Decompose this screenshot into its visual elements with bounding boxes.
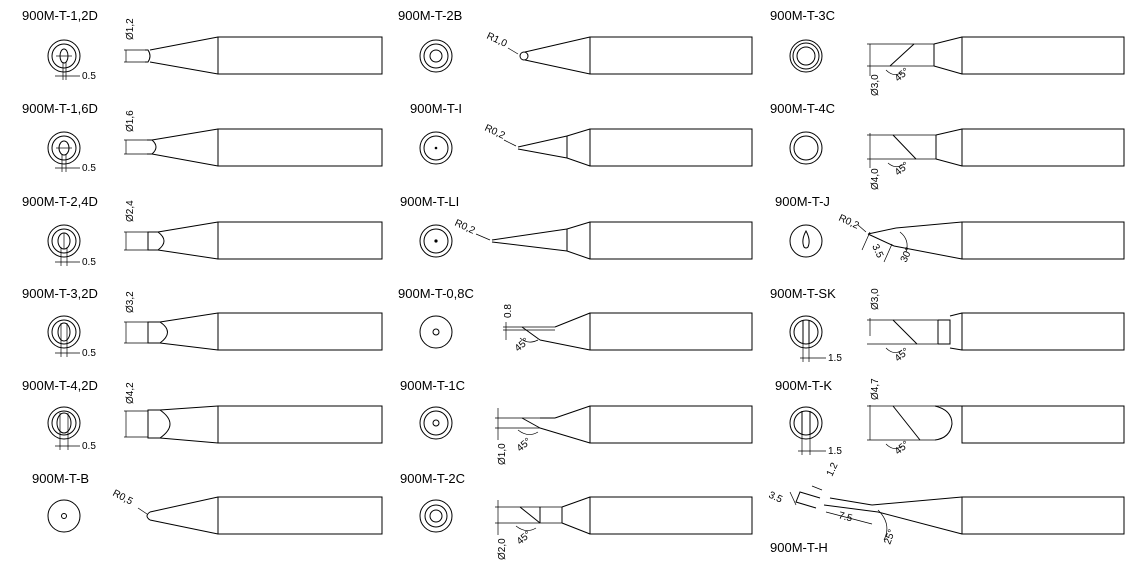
tip-label: 900M-T-3C bbox=[770, 8, 835, 23]
tip-900m-t-1-6d: 900M-T-1,6D 0.5 Ø1,6 bbox=[22, 101, 383, 174]
tip-body bbox=[961, 221, 1125, 260]
tip-900m-t-3c: 900M-T-3C Ø3,0 45° bbox=[770, 8, 1125, 96]
tip-body bbox=[217, 128, 383, 167]
tip-body bbox=[589, 405, 753, 444]
dimension-label: R0,5 bbox=[111, 488, 135, 508]
tip-900m-t-i: 900M-T-I R0,2 bbox=[410, 101, 753, 167]
tip-900m-t-k: 900M-T-K 1.5 Ø4,7 45° bbox=[775, 378, 1125, 457]
tip-label: 900M-T-K bbox=[775, 378, 832, 393]
tip-label: 900M-T-2B bbox=[398, 8, 462, 23]
tip-900m-t-2-4d: 900M-T-2,4D 0.5 Ø2,4 bbox=[22, 194, 383, 268]
tip-body bbox=[217, 405, 383, 444]
tip-900m-t-2c: 900M-T-2C Ø2,0 45° bbox=[400, 471, 753, 560]
dimension-label: Ø3,0 bbox=[870, 288, 881, 310]
tip-label: 900M-T-B bbox=[32, 471, 89, 486]
tip-body bbox=[589, 36, 753, 75]
dimension-label: 45° bbox=[893, 66, 912, 84]
dimension-label: Ø2,4 bbox=[125, 200, 136, 222]
dimension-label: 0.5 bbox=[82, 348, 96, 359]
tip-label: 900M-T-2C bbox=[400, 471, 465, 486]
dimension-label: 3.5 bbox=[767, 490, 785, 506]
tip-label: 900M-T-0,8C bbox=[398, 286, 474, 301]
tip-body bbox=[589, 496, 753, 535]
tip-label: 900M-T-1,2D bbox=[22, 8, 98, 23]
tip-900m-t-sk: 900M-T-SK 1.5 Ø3,0 45° bbox=[770, 286, 1125, 364]
tip-label: 900M-T-I bbox=[410, 101, 462, 116]
dimension-label: 45° bbox=[515, 436, 534, 454]
tip-body bbox=[217, 221, 383, 260]
tip-label: 900M-T-LI bbox=[400, 194, 459, 209]
tip-900m-t-1-2d: 900M-T-1,2D 0.5 Ø1,2 bbox=[22, 8, 383, 82]
dimension-label: 30° bbox=[899, 246, 915, 264]
dimension-label: 0.8 bbox=[503, 304, 514, 318]
tip-label: 900M-T-1C bbox=[400, 378, 465, 393]
tip-label: 900M-T-H bbox=[770, 540, 828, 555]
tip-body bbox=[961, 128, 1125, 167]
dimension-label: R1,0 bbox=[485, 31, 509, 50]
dimension-label: R0,2 bbox=[837, 213, 861, 232]
tip-label: 900M-T-J bbox=[775, 194, 830, 209]
tip-body bbox=[961, 36, 1125, 75]
tip-body bbox=[589, 128, 753, 167]
tip-label: 900M-T-4,2D bbox=[22, 378, 98, 393]
tip-body bbox=[589, 312, 753, 351]
tip-label: 900M-T-4C bbox=[770, 101, 835, 116]
tip-900m-t-j: 900M-T-J R0,2 3.5 30° bbox=[775, 194, 1125, 264]
dimension-label: 45° bbox=[515, 529, 534, 547]
tip-body bbox=[961, 405, 1125, 444]
tip-body bbox=[961, 312, 1125, 351]
dimension-label: 45° bbox=[893, 346, 912, 364]
dimension-label: 3.5 bbox=[869, 243, 885, 261]
tip-body bbox=[589, 221, 753, 260]
tip-900m-t-1c: 900M-T-1C Ø1,0 45° bbox=[400, 378, 753, 465]
tip-900m-t-b: 900M-T-B R0,5 bbox=[32, 471, 383, 535]
dimension-label: 0.5 bbox=[82, 257, 96, 268]
dimension-label: Ø1,2 bbox=[125, 18, 136, 40]
dimension-label: Ø1,0 bbox=[497, 443, 508, 465]
dimension-label: Ø4,0 bbox=[870, 168, 881, 190]
tip-900m-t-4c: 900M-T-4C Ø4,0 45° bbox=[770, 101, 1125, 190]
tip-900m-t-4-2d: 900M-T-4,2D 0.5 Ø4,2 bbox=[22, 378, 383, 452]
tip-900m-t-3-2d: 900M-T-3,2D 0.5 Ø3,2 bbox=[22, 286, 383, 359]
dimension-label: Ø1,6 bbox=[125, 110, 136, 132]
dimension-label: 0.5 bbox=[82, 441, 96, 452]
dimension-label: Ø3,0 bbox=[870, 74, 881, 96]
dimension-label: 0.5 bbox=[82, 163, 96, 174]
dimension-label: 7.5 bbox=[837, 510, 854, 524]
dimension-label: 1.5 bbox=[828, 446, 842, 457]
tip-body bbox=[217, 312, 383, 351]
dimension-label: 1.5 bbox=[828, 353, 842, 364]
dimension-label: Ø2,0 bbox=[497, 538, 508, 560]
dimension-label: R0,2 bbox=[483, 123, 507, 142]
tip-900m-t-2b: 900M-T-2B R1,0 bbox=[398, 8, 753, 75]
dimension-label: 0.5 bbox=[82, 71, 96, 82]
dimension-label: Ø3,2 bbox=[125, 291, 136, 313]
dimension-label: R0,2 bbox=[453, 218, 477, 237]
dimension-label: 45° bbox=[513, 336, 532, 354]
tip-900m-t-h: 900M-T-H 1.2 3.5 7.5 25° bbox=[767, 461, 1125, 555]
tip-body bbox=[217, 36, 383, 75]
tip-label: 900M-T-3,2D bbox=[22, 286, 98, 301]
tip-label: 900M-T-SK bbox=[770, 286, 836, 301]
dimension-label: 25° bbox=[882, 528, 898, 546]
tip-body bbox=[961, 496, 1125, 535]
dimension-label: Ø4,7 bbox=[870, 378, 881, 400]
dimension-label: Ø4,2 bbox=[125, 382, 136, 404]
tip-900m-t-li: 900M-T-LI R0,2 bbox=[400, 194, 753, 260]
tip-900m-t-0-8c: 900M-T-0,8C 0.8 45° bbox=[398, 286, 753, 354]
dimension-label: 45° bbox=[893, 160, 912, 178]
tip-label: 900M-T-1,6D bbox=[22, 101, 98, 116]
dimension-label: 1.2 bbox=[825, 461, 841, 479]
dimension-label: 45° bbox=[893, 439, 912, 457]
tip-body bbox=[217, 496, 383, 535]
tip-label: 900M-T-2,4D bbox=[22, 194, 98, 209]
